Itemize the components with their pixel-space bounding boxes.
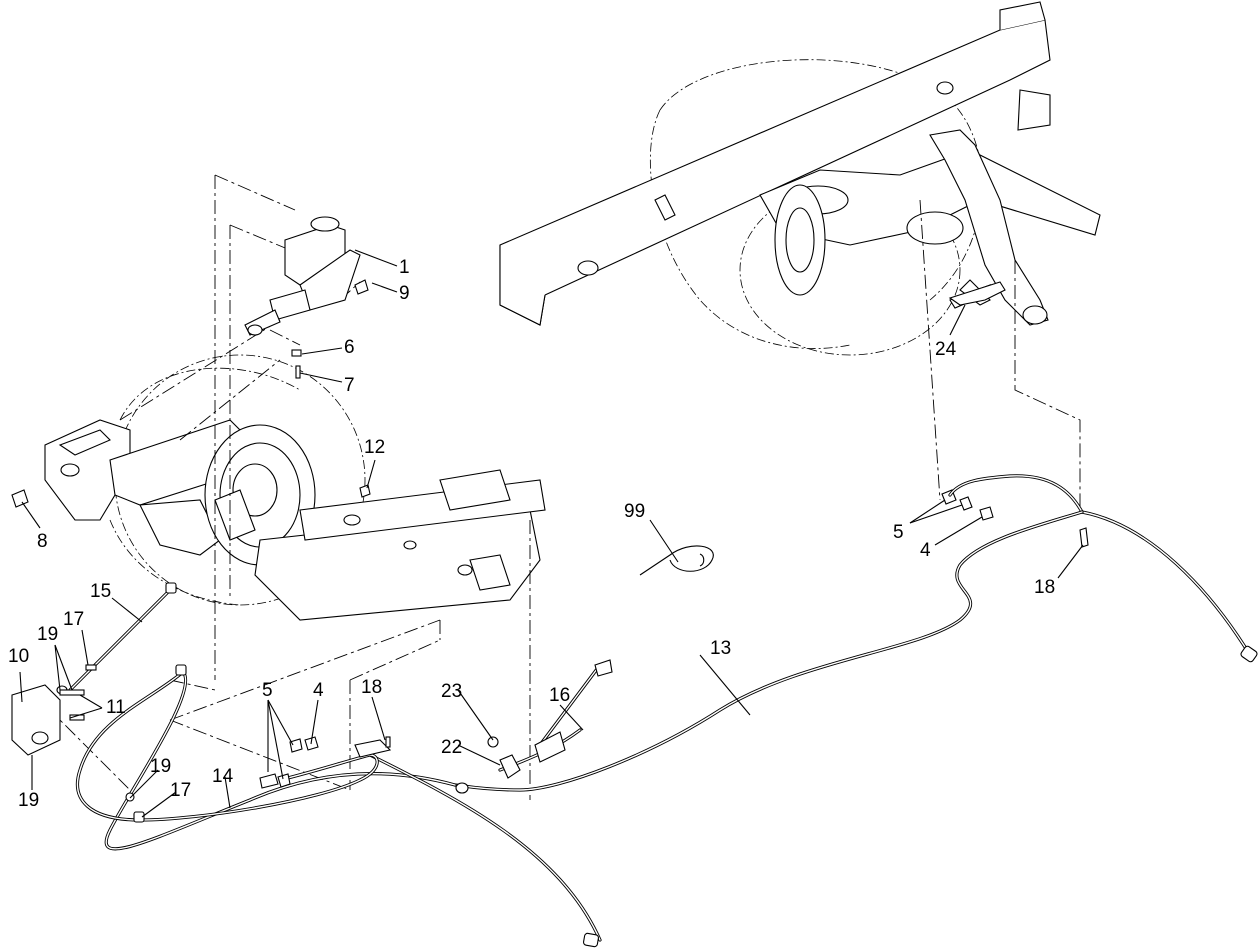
- callout-6: 6: [344, 337, 355, 358]
- brake-switch-assembly: [487, 659, 613, 779]
- master-cylinder: [244, 216, 369, 336]
- callout-7: 7: [344, 375, 355, 396]
- callout-8: 8: [37, 531, 48, 552]
- callout-17-lower: 17: [170, 780, 191, 801]
- callout-18-left: 18: [361, 677, 382, 698]
- leader-lines: [19, 249, 1084, 818]
- callout-10: 10: [8, 646, 29, 667]
- callout-labels: 1 9 6 7 24 12 8 99 5 4 18 15 17 19 10 11…: [8, 257, 1055, 811]
- callout-22: 22: [441, 737, 462, 758]
- callout-18-right: 18: [1034, 577, 1055, 598]
- callout-5-right: 5: [893, 522, 904, 543]
- location-lines: [29, 174, 1081, 800]
- callout-19-left: 19: [18, 790, 39, 811]
- callout-19-lower: 19: [150, 756, 171, 777]
- callout-9: 9: [399, 283, 410, 304]
- callout-4-right: 4: [920, 540, 931, 561]
- callout-99: 99: [624, 501, 645, 522]
- callout-5-left: 5: [262, 680, 273, 701]
- callout-13: 13: [710, 638, 731, 659]
- clamps: [259, 736, 392, 789]
- callout-14: 14: [212, 766, 234, 787]
- callout-11: 11: [106, 697, 126, 718]
- rear-frame-ghost: [499, 1, 1101, 356]
- callout-23: 23: [441, 681, 462, 702]
- callout-4-left: 4: [313, 680, 324, 701]
- callout-19-upper: 19: [37, 624, 58, 645]
- callout-12: 12: [364, 437, 385, 458]
- callout-1: 1: [399, 257, 410, 278]
- front-axle-ghost: [44, 354, 546, 621]
- hair-pin-clip: [948, 281, 1006, 306]
- callout-15: 15: [90, 581, 111, 602]
- callout-24: 24: [935, 339, 957, 360]
- callout-17-upper: 17: [63, 609, 84, 630]
- proportioning-valve: [11, 664, 145, 823]
- callout-16: 16: [549, 685, 570, 706]
- hardware-pieces: [11, 349, 1089, 548]
